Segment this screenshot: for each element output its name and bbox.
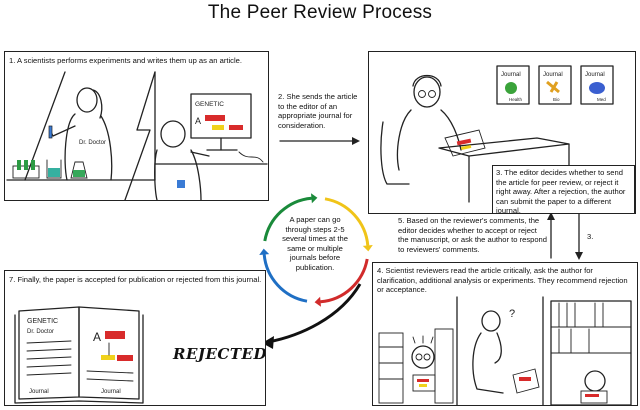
step-4-caption: 4. Scientist reviewers read the article … xyxy=(377,266,635,295)
cover-3-sub: Med xyxy=(597,97,606,102)
panel-step-7: 7. Finally, the paper is accepted for pu… xyxy=(4,270,266,406)
editor-scene-illustration: Journal Journal Journal Health Bio Med xyxy=(380,65,614,203)
rejected-stamp: REJECTED xyxy=(172,345,266,363)
monitor-title: GENETIC xyxy=(195,101,224,108)
cycle-caption: A paper can go through steps 2-5 several… xyxy=(282,215,348,272)
lab-coat-label: Dr. Doctor xyxy=(79,140,106,146)
cover-1-sub: Health xyxy=(509,97,523,102)
outcome-illustration: GENETIC Dr. Doctor A Journal Journal REJ… xyxy=(14,306,266,404)
step-1-caption: 1. A scientists performs experiments and… xyxy=(9,56,267,66)
lab-scene-illustration: Dr. Doctor GENETIC A xyxy=(6,71,268,200)
page-title: The Peer Review Process xyxy=(207,2,433,23)
cover-2-title: Journal xyxy=(543,72,563,78)
cover-2-sub: Bio xyxy=(553,97,560,102)
cycle-arc-blue-head xyxy=(259,248,270,255)
step-3-arrow-label: 3. xyxy=(587,232,594,241)
journal-left-foot: Journal xyxy=(29,389,49,395)
cycle-arc-yellow-head xyxy=(362,245,373,252)
step-7-caption: 7. Finally, the paper is accepted for pu… xyxy=(9,275,263,285)
step-2-caption: 2. She sends the article to the editor o… xyxy=(278,92,358,130)
cycle-arc-red-head xyxy=(314,296,321,307)
monitor-letter: A xyxy=(195,116,201,126)
step-5-caption: 5. Based on the reviewer's comments, the… xyxy=(398,216,548,254)
journal-letter: A xyxy=(93,330,101,344)
panel-step-4: 4. Scientist reviewers read the article … xyxy=(372,262,638,406)
outcome-arrow xyxy=(267,283,362,344)
svg-text:?: ? xyxy=(509,308,515,320)
cover-1-title: Journal xyxy=(501,72,521,78)
panel-step-1: 1. A scientists performs experiments and… xyxy=(4,51,269,201)
journal-right-foot: Journal xyxy=(101,389,121,395)
cycle-arc-green-head xyxy=(311,193,318,204)
journal-author: Dr. Doctor xyxy=(27,329,54,335)
reviewers-scene-illustration: ? xyxy=(378,296,632,405)
panel-step-3: Journal Journal Journal Health Bio Med 3… xyxy=(368,51,636,214)
journal-title: GENETIC xyxy=(27,318,58,325)
cover-3-title: Journal xyxy=(585,72,605,78)
step-3-caption: 3. The editor decides whether to send th… xyxy=(492,165,635,213)
